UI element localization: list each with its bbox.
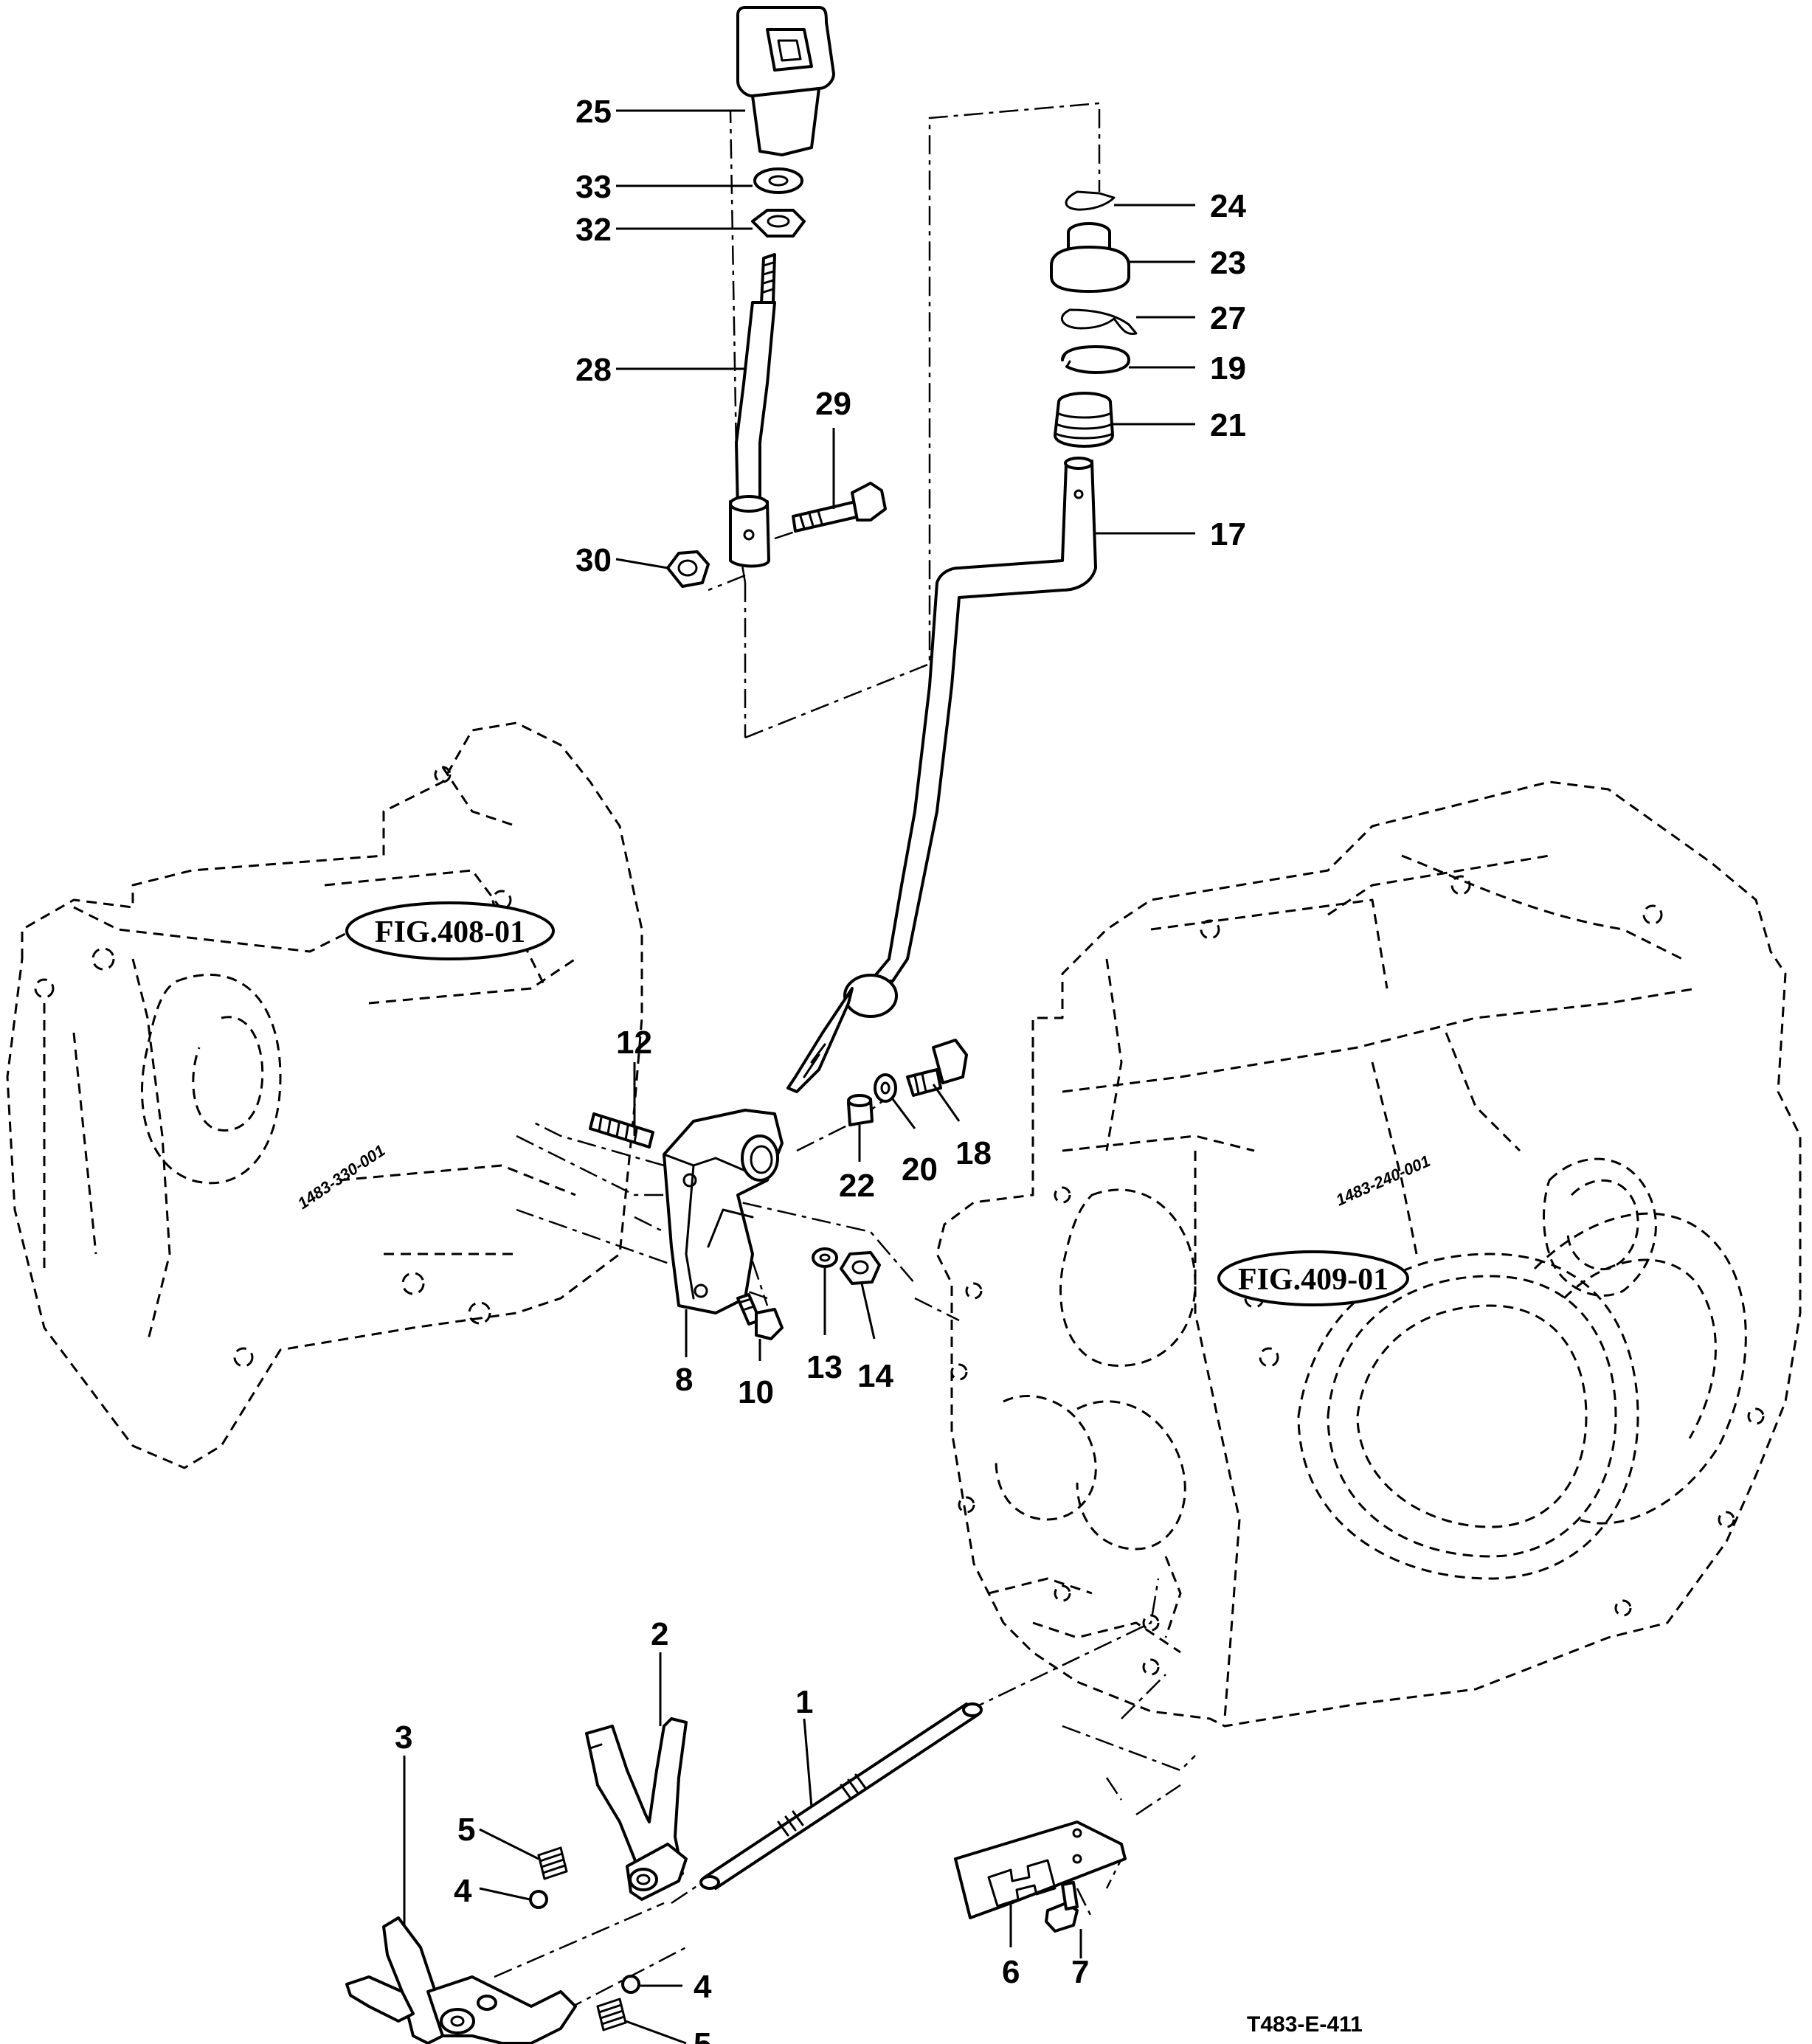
callout-18: 18 [955,1135,992,1171]
boot-23 [1050,222,1130,293]
callout-4-lower: 4 [694,1969,712,2005]
nut-14 [840,1251,881,1285]
shift-lever-28 [729,253,776,568]
gear-knob [736,6,835,156]
callout-13: 13 [806,1349,843,1385]
callout-5-lower: 5 [694,2026,711,2044]
leader-lines [403,109,1195,2044]
callout-labels: 25 33 32 28 29 30 24 23 27 19 21 17 12 2… [395,94,1246,2044]
spring-5-lower [596,1998,627,2031]
callout-33: 33 [575,169,612,205]
shift-fork-3 [345,1916,577,2044]
stud-12 [589,1112,654,1149]
callout-8: 8 [675,1362,693,1398]
callout-2: 2 [651,1616,668,1652]
right-housing-phantom [936,780,1802,1728]
callout-14: 14 [857,1358,893,1394]
spring-5-upper [537,1846,568,1880]
ball-4-lower [621,1975,640,1994]
callout-29: 29 [815,386,851,422]
callout-19: 19 [1210,350,1246,387]
bolt-29 [792,482,887,533]
callout-7: 7 [1071,1954,1089,1990]
callout-5-upper: 5 [457,1812,475,1848]
fig-ref-right-label: FIG.409-01 [1238,1263,1389,1297]
bellows-21 [1054,392,1114,448]
callout-23: 23 [1210,245,1246,281]
callout-21: 21 [1210,407,1246,443]
fig-ref-left-label: FIG.408-01 [375,915,525,949]
callout-17: 17 [1210,516,1246,552]
shift-shaft-1 [699,1702,983,1890]
callout-10: 10 [738,1374,774,1410]
callout-1: 1 [795,1684,813,1720]
bolt-18 [906,1039,968,1097]
washer-33 [753,167,803,194]
shift-rod-17 [786,457,1097,1093]
callout-6: 6 [1002,1954,1020,1990]
fig-ref-left[interactable]: FIG.408-01 [345,901,555,960]
nut-32 [751,209,806,238]
callout-25: 25 [575,94,612,130]
clip-24 [1065,190,1116,211]
shift-fork-2 [585,1717,688,1901]
housing-code-right: 1483-240-001 [1333,1151,1433,1210]
callout-20: 20 [902,1151,938,1188]
bolt-7 [1045,1881,1079,1933]
plate-6 [954,1820,1127,1919]
bolt-10 [736,1293,784,1340]
ball-4-upper [529,1890,548,1909]
left-housing-phantom [6,721,643,1469]
callout-24: 24 [1210,188,1246,224]
callout-30: 30 [575,542,612,578]
fig-ref-right[interactable]: FIG.409-01 [1217,1250,1409,1306]
callout-32: 32 [575,212,612,248]
drawing-code: T483-E-411 [1247,2012,1363,2037]
pin-22 [847,1094,874,1126]
washer-13 [812,1247,838,1268]
callout-12: 12 [616,1025,652,1061]
callout-27: 27 [1210,300,1246,336]
callout-22: 22 [839,1168,875,1204]
clip-27 [1060,308,1138,336]
washer-20 [874,1073,897,1103]
callout-3: 3 [395,1719,412,1756]
nut-30 [666,550,710,588]
bracket-8 [663,1109,784,1314]
callout-4-upper: 4 [454,1873,472,1909]
circlip-19 [1061,345,1130,374]
callout-28: 28 [575,352,612,388]
